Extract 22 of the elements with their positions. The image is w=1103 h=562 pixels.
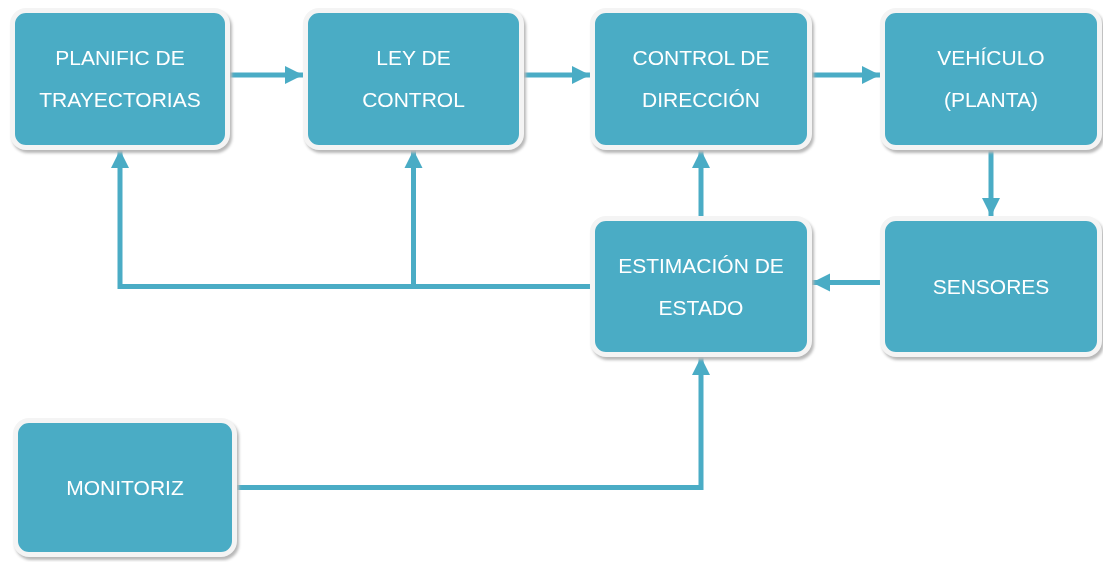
box-label: PLANIFIC DE TRAYECTORIAS [38, 45, 202, 113]
box-label: SENSORES [932, 273, 1050, 300]
arrow [237, 357, 710, 490]
box-label: VEHÍCULO (PLANTA) [936, 45, 1046, 113]
arrow [692, 150, 710, 216]
arrow [230, 66, 303, 84]
arrow [812, 273, 880, 292]
process-box [590, 8, 812, 150]
process-box [590, 216, 812, 357]
process-box [303, 8, 524, 150]
box-label: MONITORIZ [66, 474, 184, 501]
process-box [10, 8, 230, 150]
box-label: LEY DE CONTROL [361, 45, 466, 113]
process-box [880, 216, 1102, 357]
process-box [13, 418, 237, 557]
box-label: CONTROL DE DIRECCIÓN [631, 45, 771, 113]
process-box [880, 8, 1102, 150]
arrow [524, 66, 590, 84]
arrow [982, 150, 1000, 216]
arrow [812, 66, 880, 84]
arrow [404, 150, 590, 289]
box-label: ESTIMACIÓN DE ESTADO [617, 252, 785, 321]
